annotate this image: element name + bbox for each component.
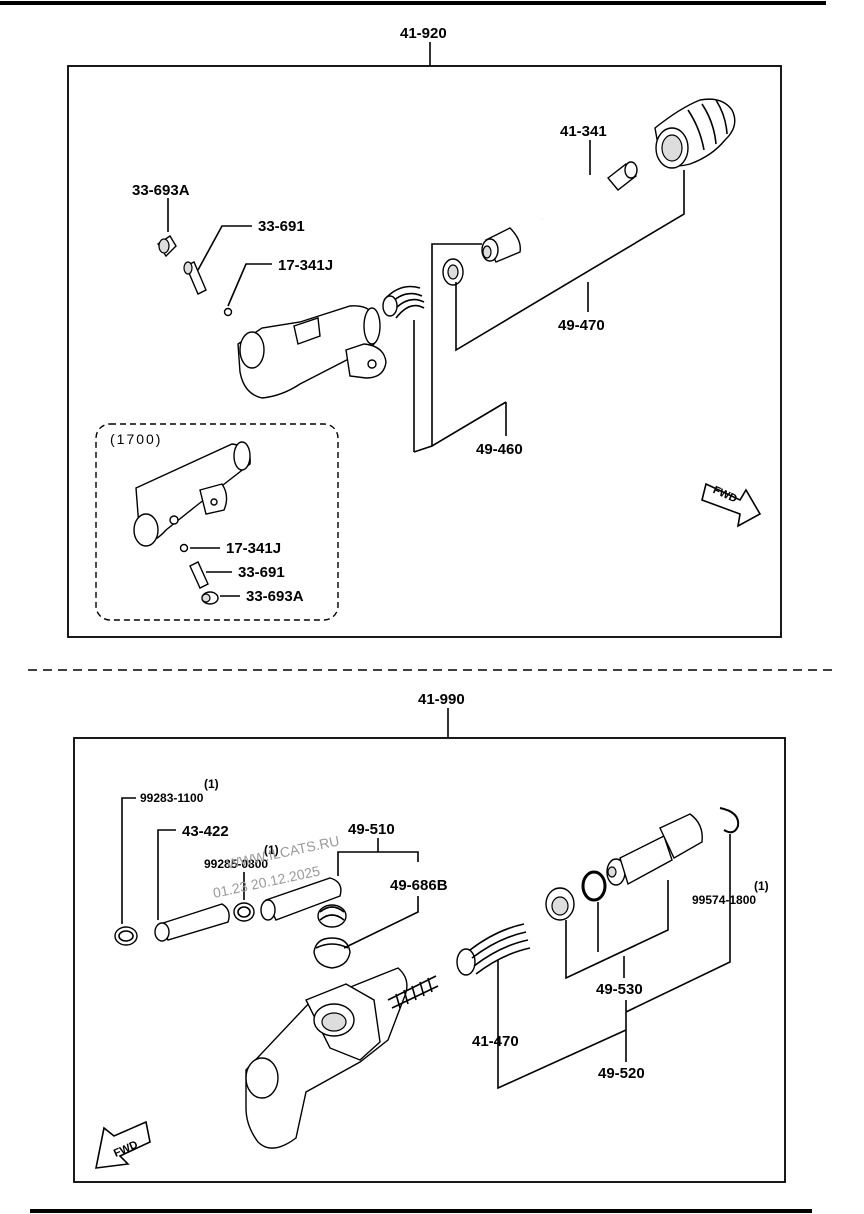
label-49-530[interactable]: 49-530 — [596, 981, 643, 998]
boot-part — [654, 98, 736, 169]
reservoir-seal-part — [313, 937, 351, 969]
label-49-520[interactable]: 49-520 — [598, 1065, 645, 1082]
leader-49-686b — [343, 896, 419, 949]
fwd-arrow-bottom: FWD — [94, 1120, 151, 1169]
cup-seal-part — [442, 258, 464, 286]
master-cylinder-body-top — [237, 305, 387, 399]
hose-clamp-left — [114, 926, 138, 946]
bleeder-screw-top — [183, 261, 207, 295]
inlet-fitting-part — [260, 877, 342, 921]
label-33-691-top[interactable]: 33-691 — [258, 218, 305, 235]
spring-part-bottom — [456, 923, 531, 976]
leader-99574-1800 — [625, 834, 731, 1013]
label-49-470[interactable]: 49-470 — [558, 317, 605, 334]
pushrod-part — [541, 161, 638, 221]
label-99285-0800[interactable]: 99285-0800 — [204, 857, 268, 871]
leader-17-341j-top — [227, 263, 272, 307]
label-17-341j-top[interactable]: 17-341J — [278, 257, 333, 274]
label-99283-1100[interactable]: 99283-1100 — [140, 791, 204, 805]
master-cylinder-body-variant — [133, 441, 251, 547]
label-49-460[interactable]: 49-460 — [476, 441, 523, 458]
label-17-341j-variant[interactable]: 17-341J — [226, 540, 281, 557]
spring-part-top — [382, 285, 425, 319]
label-49-510[interactable]: 49-510 — [348, 821, 395, 838]
bottom-assembly-label[interactable]: 41-990 — [418, 691, 465, 708]
snap-ring-part — [719, 807, 740, 834]
bleeder-screw-variant — [189, 561, 209, 589]
bleeder-cap-variant — [201, 591, 219, 605]
o-ring-part — [581, 870, 607, 902]
bracket-49-460-join — [413, 445, 433, 453]
fwd-arrow-top: FWD — [701, 482, 762, 528]
label-41-341[interactable]: 41-341 — [560, 123, 607, 140]
label-33-693a-variant[interactable]: 33-693A — [246, 588, 304, 605]
variant-frame — [95, 423, 339, 621]
label-43-422[interactable]: 43-422 — [182, 823, 229, 840]
piston-part — [481, 227, 521, 263]
bracket-49-530 — [565, 880, 669, 980]
leader-43-422 — [157, 829, 176, 920]
bottom-assembly-frame — [73, 737, 786, 1183]
label-49-686b[interactable]: 49-686B — [390, 877, 448, 894]
top-assembly-label[interactable]: 41-920 — [400, 25, 447, 42]
grommet-part — [317, 904, 347, 928]
piston-seal-part — [545, 887, 575, 921]
hose-clamp-right — [233, 902, 255, 922]
check-ball-top — [223, 307, 233, 317]
note-99574-1800: (1) — [754, 879, 769, 893]
piston-part-bottom — [606, 813, 703, 886]
variant-title[interactable]: (1700) — [110, 431, 162, 447]
label-99574-1800[interactable]: 99574-1800 — [692, 893, 756, 907]
bleeder-cap-top — [157, 235, 177, 258]
label-33-691-variant[interactable]: 33-691 — [238, 564, 285, 581]
bracket-41-470 — [497, 960, 627, 1090]
leader-99283-1100 — [121, 797, 136, 924]
leader-33-691-top — [197, 225, 252, 271]
note-99285-0800: (1) — [264, 843, 279, 857]
hose-part — [154, 903, 230, 942]
check-ball-variant — [179, 543, 189, 553]
label-33-693a-top[interactable]: 33-693A — [132, 182, 190, 199]
bracket-49-460 — [431, 243, 507, 448]
bracket-49-510 — [337, 851, 419, 876]
watermark-line-1: WWW.ILCATS.RU — [225, 832, 341, 872]
bracket-49-470 — [455, 170, 685, 352]
master-cylinder-body-bottom — [245, 967, 439, 1149]
label-41-470[interactable]: 41-470 — [472, 1033, 519, 1050]
top-assembly-frame — [67, 65, 782, 638]
note-99283-1100: (1) — [204, 777, 219, 791]
